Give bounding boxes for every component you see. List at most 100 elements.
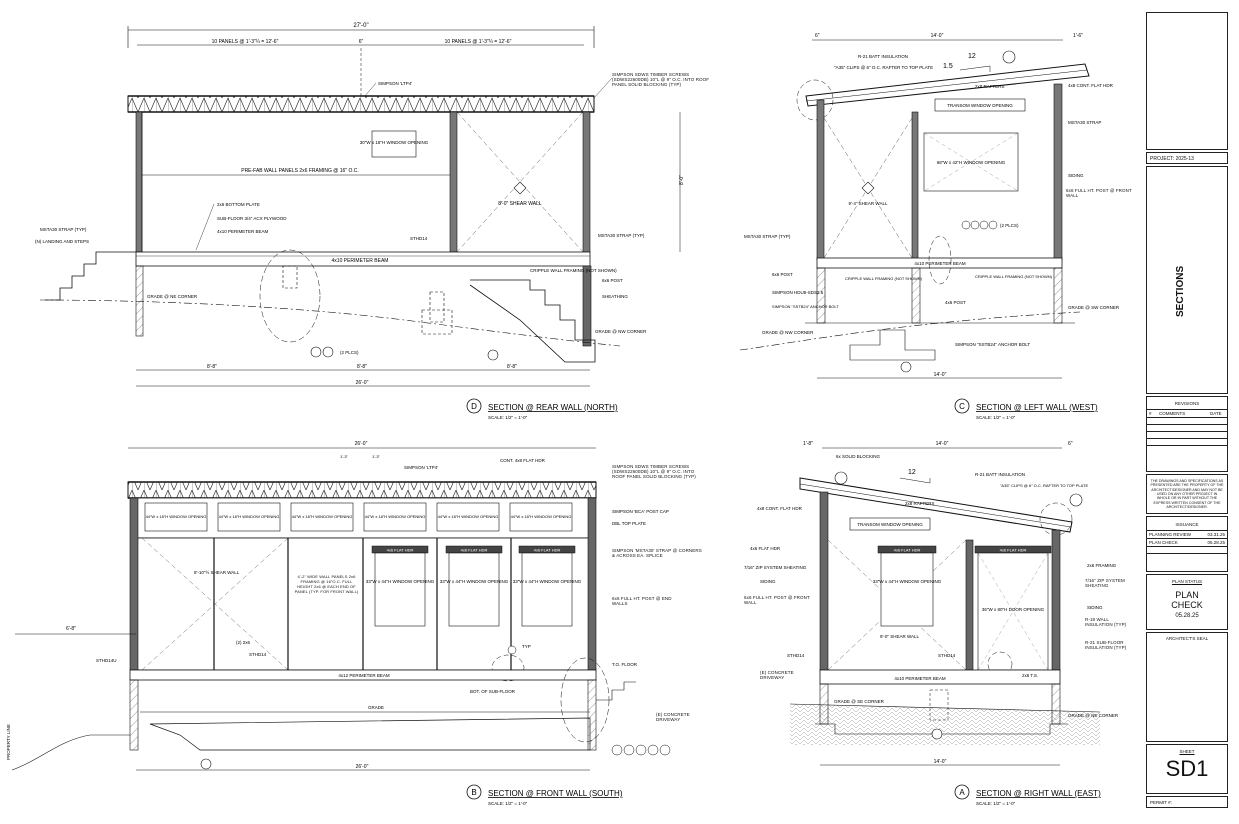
status-line-2: CHECK xyxy=(1171,600,1203,610)
project-number: 2025-13 xyxy=(1175,156,1194,162)
d-note-ltp4: SIMPSON 'LTP4' xyxy=(378,81,412,86)
c-note-post6: 6x6 POST xyxy=(772,272,793,277)
issuance-1-label: PLANNING REVIEW xyxy=(1149,532,1192,537)
d-note-prefab: PRE-FAB WALL PANELS 2x6 FRAMING @ 16" O.… xyxy=(241,168,359,174)
a-letter: A xyxy=(959,788,965,797)
c-dim-bottom: 14'-0" xyxy=(934,372,947,378)
d-note-stud: STHD14 xyxy=(410,236,428,241)
b-bigwin-3: 33"W x 44"H WINDOW OPENING xyxy=(513,579,582,584)
d-dim-bottom-a: 8'-8" xyxy=(207,364,217,370)
b-transom-windows: 44"W x 18"H WINDOW OPENING 44"W x 18"H W… xyxy=(144,502,573,532)
c-note-siding: SIDING xyxy=(1068,173,1084,178)
d-dim-panels-left: 10 PANELS @ 1'-3"¼ = 12'-6" xyxy=(212,39,279,45)
a-note-stud: STHD14 xyxy=(787,653,805,658)
a-note-flat4: 4x6 FLAT HDR xyxy=(750,546,781,551)
b-title: SECTION @ FRONT WALL (SOUTH) xyxy=(488,789,623,798)
b-note-bot: BOT. OF SUB-FLOOR xyxy=(470,689,516,694)
c-note-transom: TRANSOM WINDOW OPENING xyxy=(947,103,1013,108)
d-title: SECTION @ REAR WALL (NORTH) xyxy=(488,403,618,412)
title-block-issuance: ISSUANCE PLANNING REVIEW 03.31.25 PLAN C… xyxy=(1146,516,1228,572)
b-dim-top: 26'-0" xyxy=(355,441,368,447)
b-bigwin-2: 33"W x 44"H WINDOW OPENING xyxy=(440,579,509,584)
b-dim-small-b: 1'-3" xyxy=(372,454,381,459)
c-dim-top: 14'-0" xyxy=(931,33,944,39)
rev-col-num: # xyxy=(1149,411,1152,416)
d-note-grade-nw: GRADE @ NW CORNER xyxy=(595,329,647,334)
a-note-grade-se: GRADE @ SE CORNER xyxy=(834,699,885,704)
section-d: 27'-0" 10 PANELS @ 1'-3"¼ = 12'-6" 10 PA… xyxy=(35,23,709,420)
a-dim-right: 6" xyxy=(1068,441,1073,447)
a-dim-left: 1'-8" xyxy=(803,441,813,447)
title-block-seal: ARCHITECT'S SEAL xyxy=(1146,632,1228,742)
a-scale: SCALE: 1/2" = 1'-0" xyxy=(976,801,1016,806)
c-note-post4: 4x6 POST xyxy=(945,300,966,305)
d-note-subfloor: SUB-FLOOR 3/4" ACX PLYWOOD xyxy=(217,216,287,221)
d-dim-overall: 27'-0" xyxy=(353,23,368,29)
d-dim-overall-bottom: 26'-0" xyxy=(356,380,369,386)
d-dim-bottom-b: 8'-8" xyxy=(357,364,367,370)
c-letter: C xyxy=(959,402,965,411)
d-dim-panels-right: 10 PANELS @ 1'-3"¼ = 12'-6" xyxy=(445,39,512,45)
c-dim-right: 1'-6" xyxy=(1073,33,1083,39)
a-title: SECTION @ RIGHT WALL (EAST) xyxy=(976,789,1101,798)
b-win-1: 44"W x 18"H WINDOW OPENING xyxy=(146,514,207,519)
b-win-2: 44"W x 18"H WINDOW OPENING xyxy=(219,514,280,519)
section-a: 14'-0" 1'-8" 6" 12 6x SOLID BLOCKING R-2… xyxy=(744,441,1127,806)
c-note-rafters: 2x8 RAFTERS xyxy=(975,84,1005,89)
b-note-post: 6x6 FULL HT. POST @ END WALLS xyxy=(612,596,672,606)
b-note-typ: TYP xyxy=(522,644,531,649)
a-note-batt: R-21 BATT INSULATION xyxy=(975,472,1025,477)
title-block-revisions: REVISIONS # COMMENTS DATE xyxy=(1146,396,1228,472)
title-block-logo xyxy=(1146,12,1228,150)
b-note-panels: 4'-2" WIDE WALL PANELS 2x6 FRAMING @ 16"… xyxy=(294,574,359,594)
a-note-door: 36"W x 80"H DOOR OPENING xyxy=(982,607,1045,612)
c-scale: SCALE: 1/2" = 1'-0" xyxy=(976,415,1016,420)
a-note-grade-ne: GRADE @ NE CORNER xyxy=(1068,713,1119,718)
b-flathdr-1: 4x6 FLAT HDR xyxy=(387,548,414,553)
status-date: 05.28.25 xyxy=(1175,613,1199,619)
sheet-name: SECTIONS xyxy=(1175,265,1186,317)
a-note-ts: 2x6 T.S. xyxy=(1022,673,1038,678)
d-dim-bottom-c: 8'-8" xyxy=(507,364,517,370)
c-note-shear: 9'-4" SHEAR WALL xyxy=(848,201,888,206)
b-note-strap: STHD14U xyxy=(96,658,117,663)
c-note-anchor: SIMPSON "SSTB24" ANCHOR BOLT xyxy=(955,342,1030,347)
a-dim-bottom: 14'-0" xyxy=(934,759,947,765)
d-note-sheathing: SHEATHING xyxy=(602,294,628,299)
b-note-sdws: SIMPSON SDWS TIMBER SCREWS (SDWS22600DB)… xyxy=(612,464,696,479)
d-note-beam: 4x10 PERIMETER BEAM xyxy=(332,258,389,264)
d-letter: D xyxy=(471,402,477,411)
d-dim-ht: 8'-0" xyxy=(679,175,685,185)
c-title: SECTION @ LEFT WALL (WEST) xyxy=(976,403,1098,412)
d-note-bottom-plate: 2x6 BOTTOM PLATE xyxy=(217,202,260,207)
a-note-framing: 2x6 FRAMING xyxy=(1087,563,1117,568)
a-note-transom: TRANSOM WINDOW OPENING xyxy=(857,522,923,527)
d-note-mstab2: MSTA30 STRAP (TYP) xyxy=(598,233,645,238)
b-win-3: 44"W x 18"H WINDOW OPENING xyxy=(292,514,353,519)
b-big-windows: 4x6 FLAT HDR 4x6 FLAT HDR 4x6 FLAT HDR 3… xyxy=(366,545,582,627)
c-pitch-side: 1.5 xyxy=(943,63,953,70)
b-note-shear: 8'-10"½ SHEAR WALL xyxy=(194,569,240,575)
c-note-hdu: SIMPSON HDU5-SDS2.5 xyxy=(772,290,824,295)
b-scale: SCALE: 1/2" = 1'-0" xyxy=(488,801,528,806)
status-line-1: PLAN xyxy=(1175,590,1199,600)
issuance-2-label: PLAN CHECK xyxy=(1149,540,1178,545)
d-note-plcs: (2 PLCS) xyxy=(340,350,359,355)
rev-col-comments: COMMENTS xyxy=(1159,411,1186,416)
a-note-zip: 7/16" ZIP SYSTEM SHEATING xyxy=(744,565,807,570)
c-note-cripple-a: CRIPPLE WALL FRAMING (NOT SHOWN) xyxy=(845,276,923,281)
a-note-siding: SIDING xyxy=(760,579,776,584)
a-note-rafters: 2x8 RAFTERS xyxy=(905,501,935,506)
a-note-win: 33"W x 44"H WINDOW OPENING xyxy=(873,579,942,584)
b-note-ltp4: SIMPSON 'LTP4' xyxy=(404,465,438,470)
c-note-grade-sw: GRADE @ SW CORNER xyxy=(1068,305,1120,310)
b-letter: B xyxy=(471,788,476,797)
a-note-stud2: STHD14 xyxy=(938,653,956,658)
permit-label: PERMIT #: xyxy=(1150,800,1172,805)
c-note-cripple-b: CRIPPLE WALL FRAMING (NOT SHOWN) xyxy=(975,274,1053,279)
d-note-mstab: MSTA30 STRAP (TYP) xyxy=(40,227,87,232)
a-note-r19: R-19 WALL INSULATION (TYP) xyxy=(1085,617,1127,627)
a-flat-hdr-1: 4x6 FLAT HDR xyxy=(894,548,921,553)
b-note-property: PROPERTY LINE xyxy=(6,724,11,760)
